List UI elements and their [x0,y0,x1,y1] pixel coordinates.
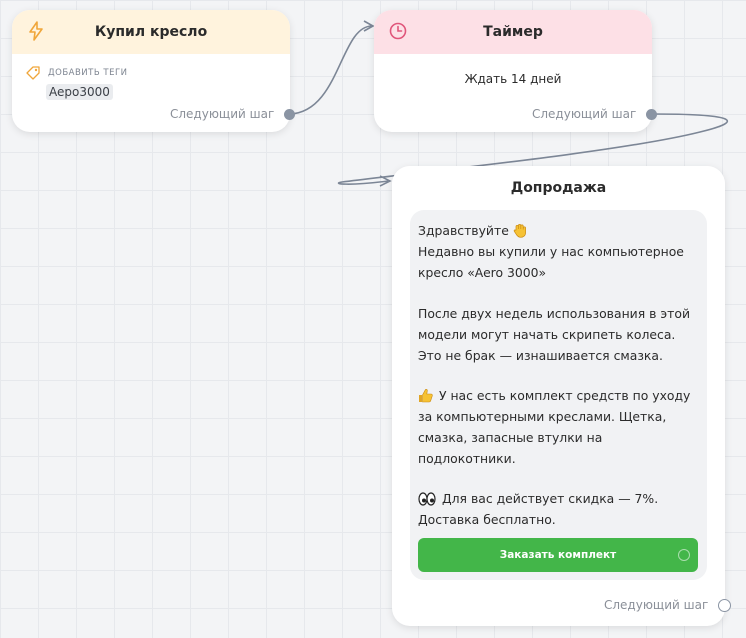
message-bubble[interactable]: Здравствуйте Недавно вы купили у нас ком… [410,210,707,580]
timer-node-header: Таймер [374,10,652,54]
output-port[interactable] [284,109,295,120]
arrowhead [363,20,375,32]
add-tags-label[interactable]: ДОБАВИТЬ ТЕГИ [48,68,128,78]
message-line: Доставка бесплатно. [418,512,556,527]
order-kit-button-label: Заказать комплект [499,549,617,561]
trigger-node-title: Купил кресло [94,24,208,40]
upsell-message-node[interactable]: Допродажа Здравствуйте Недавно вы купили… [392,166,731,626]
button-output-port[interactable] [678,549,690,561]
order-kit-button[interactable]: Заказать комплект [418,538,698,572]
wire-timer-to-upsell [337,113,729,185]
waving-hand-icon [513,224,526,238]
clock-icon [389,22,407,40]
message-line: подлокотники. [418,451,516,466]
message-line: смазка, запасные втулки на [418,430,603,445]
message-line: Это не брак — изнашивается смазка. [418,348,663,363]
message-line: После двух недель использования в этой [418,306,691,321]
tag-chip[interactable]: Aepo3000 [46,84,113,100]
eyes-icon [418,492,436,506]
next-step-label: Следующий шаг [604,598,709,612]
next-step-label: Следующий шаг [170,107,275,121]
message-line: Здравствуйте [418,223,529,238]
message-line: У нас есть комплект средств по уходу [418,388,690,403]
thumbs-up-icon [419,388,433,403]
wait-duration: Ждать 14 дней [464,72,562,86]
output-port[interactable] [718,599,731,612]
timer-node[interactable]: Таймер Ждать 14 дней Следующий шаг [374,10,657,132]
output-port[interactable] [646,109,657,120]
timer-node-title: Таймер [483,24,543,40]
arrowhead [379,175,392,187]
lightning-icon [29,21,43,41]
next-step-label: Следующий шаг [532,107,637,121]
wire-trigger-to-timer [289,25,373,115]
trigger-node-bought-chair[interactable]: Купил кресло ДОБАВИТЬ ТЕГИ Aepo3000 След… [12,10,295,132]
message-line: Для вас действует скидка — 7%. [418,491,658,506]
upsell-node-title: Допродажа [510,180,607,196]
tag-icon [26,66,40,80]
message-line: кресло «Aero 3000» [418,265,547,280]
message-line: Недавно вы купили у нас компьютерное [418,244,684,259]
upsell-node-header: Допродажа [392,166,725,210]
trigger-node-header: Купил кресло [12,10,290,54]
message-line: за компьютерными креслами. Щетка, [418,409,667,424]
message-line: модели могут начать скрипеть колеса. [418,327,676,342]
